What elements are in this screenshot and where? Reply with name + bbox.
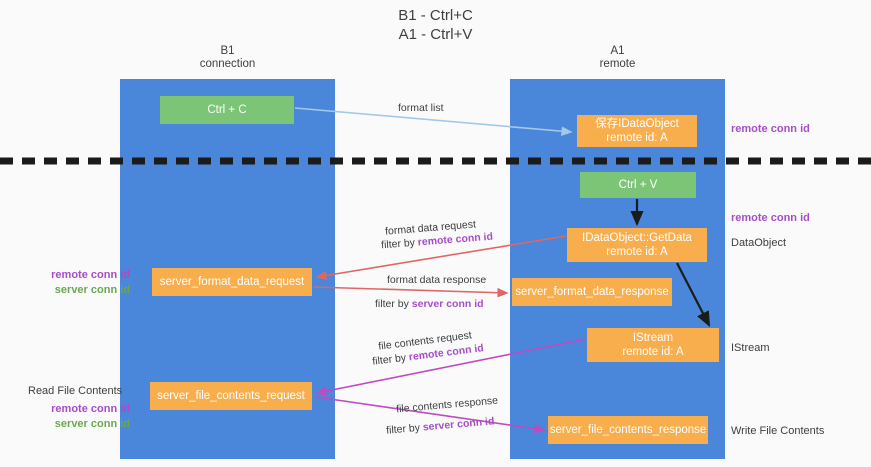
label-remote-conn-id-top: remote conn id (731, 123, 810, 135)
arrow-file-contents-request (315, 338, 587, 396)
arrow-format-list (294, 107, 573, 136)
label-write-file-contents: Write File Contents (731, 425, 825, 437)
node-server-file-contents-request[interactable]: server_file_contents_request (150, 382, 312, 410)
node-save-idataobject[interactable]: 保存IDataObject remote id: A (577, 115, 697, 147)
label-conn-ids-format: remote conn id server conn id (20, 268, 130, 298)
column-header-a1: A1 remote (599, 45, 636, 70)
label-server-conn-id-left-1: server conn id (54, 284, 130, 296)
node-server-format-data-response[interactable]: server_format_data_response (512, 278, 672, 306)
edge-label-filter-server-conn-id-1: filter by server conn id (375, 297, 484, 311)
edge-label-format-data-response: format data response (387, 274, 487, 286)
node-ctrl-c[interactable]: Ctrl + C (160, 96, 294, 124)
page-title: B1 - Ctrl+C A1 - Ctrl+V (398, 7, 473, 43)
label-dataobject: DataObject (731, 237, 787, 249)
arrow-file-contents-response (315, 396, 546, 434)
label-server-conn-id-left-2: server conn id (54, 418, 130, 430)
server-conn-id-text-1: server conn id (411, 298, 484, 310)
label-remote-conn-id-left-2: remote conn id (51, 403, 130, 415)
arrow-format-data-response (312, 286, 509, 298)
label-remote-conn-id-left-1: remote conn id (51, 269, 130, 281)
label-istream: IStream (731, 342, 770, 354)
label-remote-conn-id-dataobj: remote conn id (731, 212, 810, 224)
filter-by-text-2: filter by (375, 298, 412, 310)
label-conn-ids-filecontents: remote conn id server conn id (20, 402, 130, 432)
node-server-format-data-request[interactable]: server_format_data_request (152, 268, 312, 296)
node-idataobject-getdata[interactable]: IDataObject::GetData remote id: A (567, 228, 707, 262)
column-header-b1: B1 connection (199, 45, 256, 70)
node-server-file-contents-response[interactable]: server_file_contents_response (548, 416, 708, 444)
edge-label-format-list: format list (398, 102, 444, 114)
node-istream[interactable]: IStream remote id: A (587, 328, 719, 362)
arrow-format-data-request (315, 235, 567, 281)
filter-by-text-4: filter by (385, 421, 424, 437)
filter-by-text-1: filter by (380, 236, 419, 252)
arrow-getdata-istream (676, 262, 711, 327)
node-ctrl-v[interactable]: Ctrl + V (580, 172, 696, 198)
label-read-file-contents: Read File Contents (28, 385, 123, 397)
